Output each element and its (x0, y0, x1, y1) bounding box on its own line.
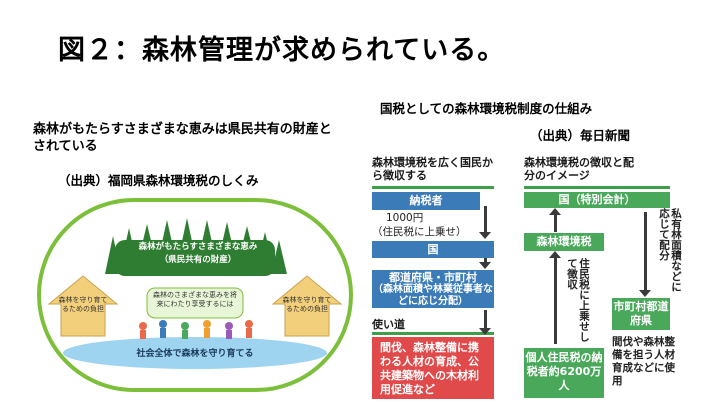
forest-trees (105, 218, 287, 276)
left-arrow-shape (47, 275, 119, 337)
forest-benefit-diagram: 森林がもたらすさまざまな恵み （県民共有の財産） 森林を守り育てるための負担 森… (35, 196, 355, 396)
amount-text: 1000円 (386, 212, 424, 224)
residents-box: 個人住民税の納税者約6200万人 (524, 348, 604, 398)
right-source: （出典）毎日新聞 (530, 128, 631, 143)
right-caption: 国税としての森林環境税制度の仕組み (380, 101, 593, 116)
usage-box: 間伐、森林整備に携わる人材の育成、公共建築物への木材利用促進など (372, 337, 494, 399)
usage-title: 使い道 (372, 318, 405, 331)
people-icon (139, 320, 253, 339)
down-arrow-head (639, 290, 651, 297)
collect-title: 森林環境税を広く国民から徴収する (372, 156, 493, 182)
forest-benefit-illustration (37, 198, 353, 392)
left-caption: 森林がもたらすさまざまな恵みは県民共有の財産とされている (33, 122, 332, 154)
center-box (146, 287, 244, 319)
image-title-bar (524, 186, 670, 189)
uses-note: 間伐や森林整備を担う人材育成などに使用 (612, 336, 675, 387)
special-account-box: 国（特別会計） (524, 192, 670, 208)
forest-tax-box: 森林環境税 (524, 233, 604, 251)
bottom-label: 社会全体で森林を守り育てる (136, 349, 254, 359)
image-title: 森林環境税の徴収と配分のイメージ (524, 156, 634, 182)
municipality-box: 市町村都道府県 (612, 298, 670, 330)
up-arrow-head-2 (549, 251, 561, 258)
forest-label: 森林がもたらすさまざまな恵み (138, 242, 258, 252)
up-arrow-head (549, 208, 561, 215)
left-source: （出典）福岡県森林環境税のしくみ (58, 173, 259, 188)
forest-sublabel: （県民共有の財産） (159, 255, 237, 265)
arrow-head-3 (479, 328, 491, 335)
up-arrow-shaft (554, 212, 557, 232)
center-label: 森林のさまざまな恵みを将来にわたり享受するには (153, 291, 237, 308)
left-arrow-label: 森林を守り育てるための負担 (58, 296, 108, 313)
right-arrow-shape (271, 275, 343, 337)
arrow-down-1 (484, 206, 487, 234)
amount-note: （住民税に上乗せ） (372, 226, 467, 238)
arrow-head-2 (479, 262, 491, 269)
up-arrow-shaft-2 (554, 254, 557, 344)
right-arrow-label: 森林を守り育てるための負担 (282, 296, 332, 313)
collect-title-bar (372, 186, 494, 189)
ground-area (63, 337, 327, 369)
arrow-head-1 (479, 232, 491, 239)
distribute-note: 私有林面積などに応じて配分 (658, 208, 682, 292)
collect-note: 住民税に上乗せして徴収 (566, 258, 590, 342)
prefecture-label: 都道府県・市町村 (389, 271, 477, 284)
usage-title-bar (372, 332, 494, 335)
arrow-down-3 (484, 310, 487, 330)
prefecture-box: 都道府県・市町村 （森林面積や林業従事者などに応じ分配） (372, 270, 494, 308)
down-arrow-shaft (644, 212, 647, 292)
slide-title: 図２：森林管理が求められている。 (58, 35, 506, 66)
taxpayer-box: 納税者 (372, 192, 480, 210)
prefecture-note: （森林面積や林業従事者などに応じ分配） (373, 284, 493, 307)
arrow-down-2 (484, 258, 487, 264)
country-box: 国 (372, 241, 494, 258)
